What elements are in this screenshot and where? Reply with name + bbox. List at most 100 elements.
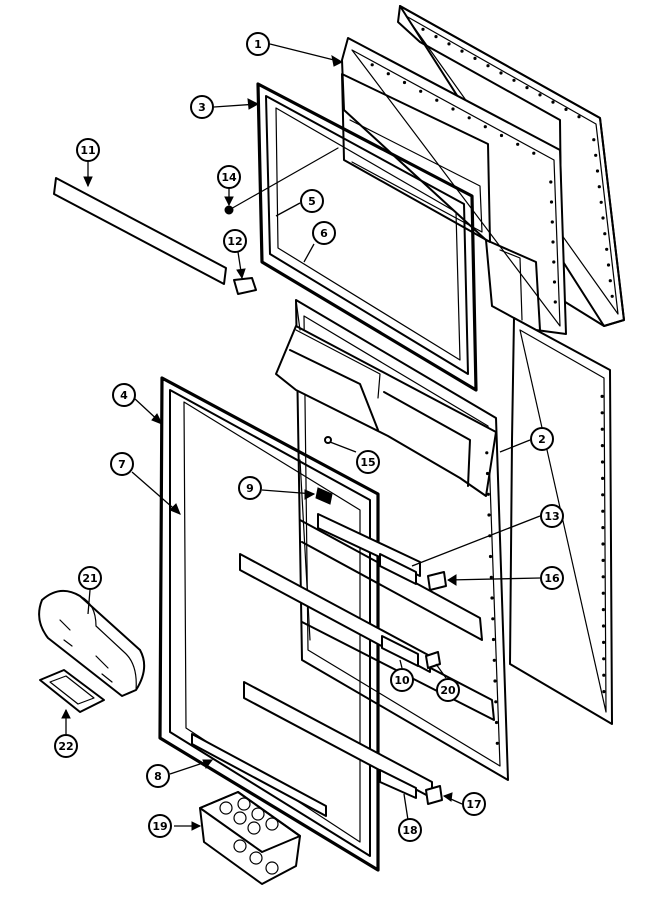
screw-hole-dot: [551, 240, 555, 244]
screw-hole-dot: [592, 138, 596, 142]
svg-text:19: 19: [152, 820, 167, 833]
screw-hole-dot: [483, 125, 487, 129]
screw-hole-dot: [549, 200, 554, 204]
screw-hole-dot: [494, 720, 499, 725]
svg-text:20: 20: [440, 684, 456, 697]
callout-11: 11: [76, 138, 100, 162]
svg-text:21: 21: [82, 572, 97, 585]
screw-hole-dot: [494, 700, 498, 704]
leader-lines: [61, 43, 541, 831]
screw-hole-dot: [421, 27, 425, 31]
svg-text:7: 7: [118, 458, 126, 471]
screw-hole-dot: [516, 142, 520, 146]
svg-text:6: 6: [320, 227, 328, 240]
screw-hole-dot: [491, 637, 496, 642]
screw-hole-dot: [386, 72, 390, 76]
screw-hole-dot: [605, 247, 609, 251]
end-cap-part-16: [427, 571, 447, 591]
screw-hole-dot: [486, 492, 490, 496]
bar-part-13: [379, 553, 417, 585]
screw-hole-dot: [487, 513, 491, 517]
screw-hole-dot: [435, 98, 439, 102]
screw-part-15: [324, 436, 332, 444]
end-cap-part-17: [425, 785, 443, 805]
screw-hole-dot: [492, 658, 496, 662]
screw-hole-dot: [473, 56, 477, 61]
screw-hole-dot: [594, 153, 598, 157]
screw-hole-dot: [601, 216, 605, 220]
callout-8: 8: [146, 764, 170, 788]
screw-hole-dot: [553, 300, 557, 304]
callout-9: 9: [238, 476, 262, 500]
freezer-shelf-bar: [53, 177, 227, 285]
screw-hole-dot: [525, 86, 529, 90]
callout-16: 16: [540, 566, 564, 590]
screw-hole-dot: [550, 220, 554, 224]
screw-hole-dot: [599, 200, 603, 204]
screw-hole-dot: [603, 232, 607, 236]
screw-hole-dot: [601, 608, 606, 612]
freezer-door-gasket: [256, 82, 478, 392]
svg-text:17: 17: [466, 798, 481, 811]
svg-text:8: 8: [154, 770, 162, 783]
bar-part-18: [379, 769, 417, 799]
screw-hole-dot: [601, 575, 605, 579]
svg-text:15: 15: [360, 456, 375, 469]
callout-22: 22: [54, 734, 78, 758]
bar-part-10: [381, 635, 419, 667]
screw-hole-dot: [549, 180, 553, 184]
screw-hole-dot: [601, 542, 605, 546]
screw-hole-dot: [597, 185, 601, 189]
screw-hole-dot: [601, 476, 605, 480]
screw-hole-dot: [402, 80, 407, 85]
callout-3: 3: [190, 95, 214, 119]
screw-hole-dot: [447, 42, 451, 46]
svg-text:3: 3: [198, 101, 206, 114]
callout-17: 17: [462, 792, 486, 816]
egg-tray-part-19: [199, 791, 301, 885]
callout-18: 18: [398, 818, 422, 842]
fresh-food-door-gasket: [158, 376, 380, 872]
svg-text:16: 16: [544, 572, 560, 585]
screw-hole-dot: [460, 49, 464, 53]
dairy-base-part-22: [39, 669, 105, 713]
callout-13: 13: [540, 504, 564, 528]
fresh-food-door-liner: [275, 299, 509, 781]
svg-text:18: 18: [402, 824, 417, 837]
svg-text:22: 22: [58, 740, 73, 753]
clip-part-9: [315, 487, 333, 505]
screw-hole-dot: [601, 558, 605, 563]
screw-hole-dot: [601, 526, 605, 530]
screw-hole-dot: [370, 63, 374, 67]
screw-hole-dot: [532, 151, 536, 155]
svg-text:1: 1: [254, 38, 262, 51]
screw-hole-dot: [485, 451, 489, 455]
callout-5: 5: [300, 189, 324, 213]
screw-hole-dot: [485, 471, 490, 476]
screw-hole-dot: [601, 591, 605, 595]
svg-text:11: 11: [80, 144, 95, 157]
screw-hole-dot: [486, 64, 490, 68]
svg-text:2: 2: [538, 433, 546, 446]
svg-text:4: 4: [120, 389, 128, 402]
screw-hole-dot: [490, 596, 494, 600]
screw-hole-dot: [552, 280, 557, 284]
screw-hole-dot: [606, 263, 611, 267]
screw-hole-dot: [538, 93, 542, 97]
callout-1: 1: [246, 32, 270, 56]
bar-end-cap-part-12: [233, 277, 257, 295]
screw-hole-dot: [600, 394, 604, 398]
screw-hole-dot: [600, 411, 604, 415]
callout-19: 19: [148, 814, 172, 838]
callout-12: 12: [223, 229, 247, 253]
screw-hole-dot: [602, 640, 606, 645]
svg-text:10: 10: [394, 674, 410, 687]
svg-text:12: 12: [227, 235, 242, 248]
svg-text:9: 9: [246, 482, 254, 495]
screw-hole-dot: [499, 133, 504, 138]
screw-hole-dot: [467, 116, 471, 120]
svg-text:13: 13: [544, 510, 559, 523]
screw-hole-dot: [595, 169, 600, 173]
callouts: 1 3 11 14 5 6 12 2 4 15 7 9 13 16 21 10 …: [54, 32, 564, 842]
